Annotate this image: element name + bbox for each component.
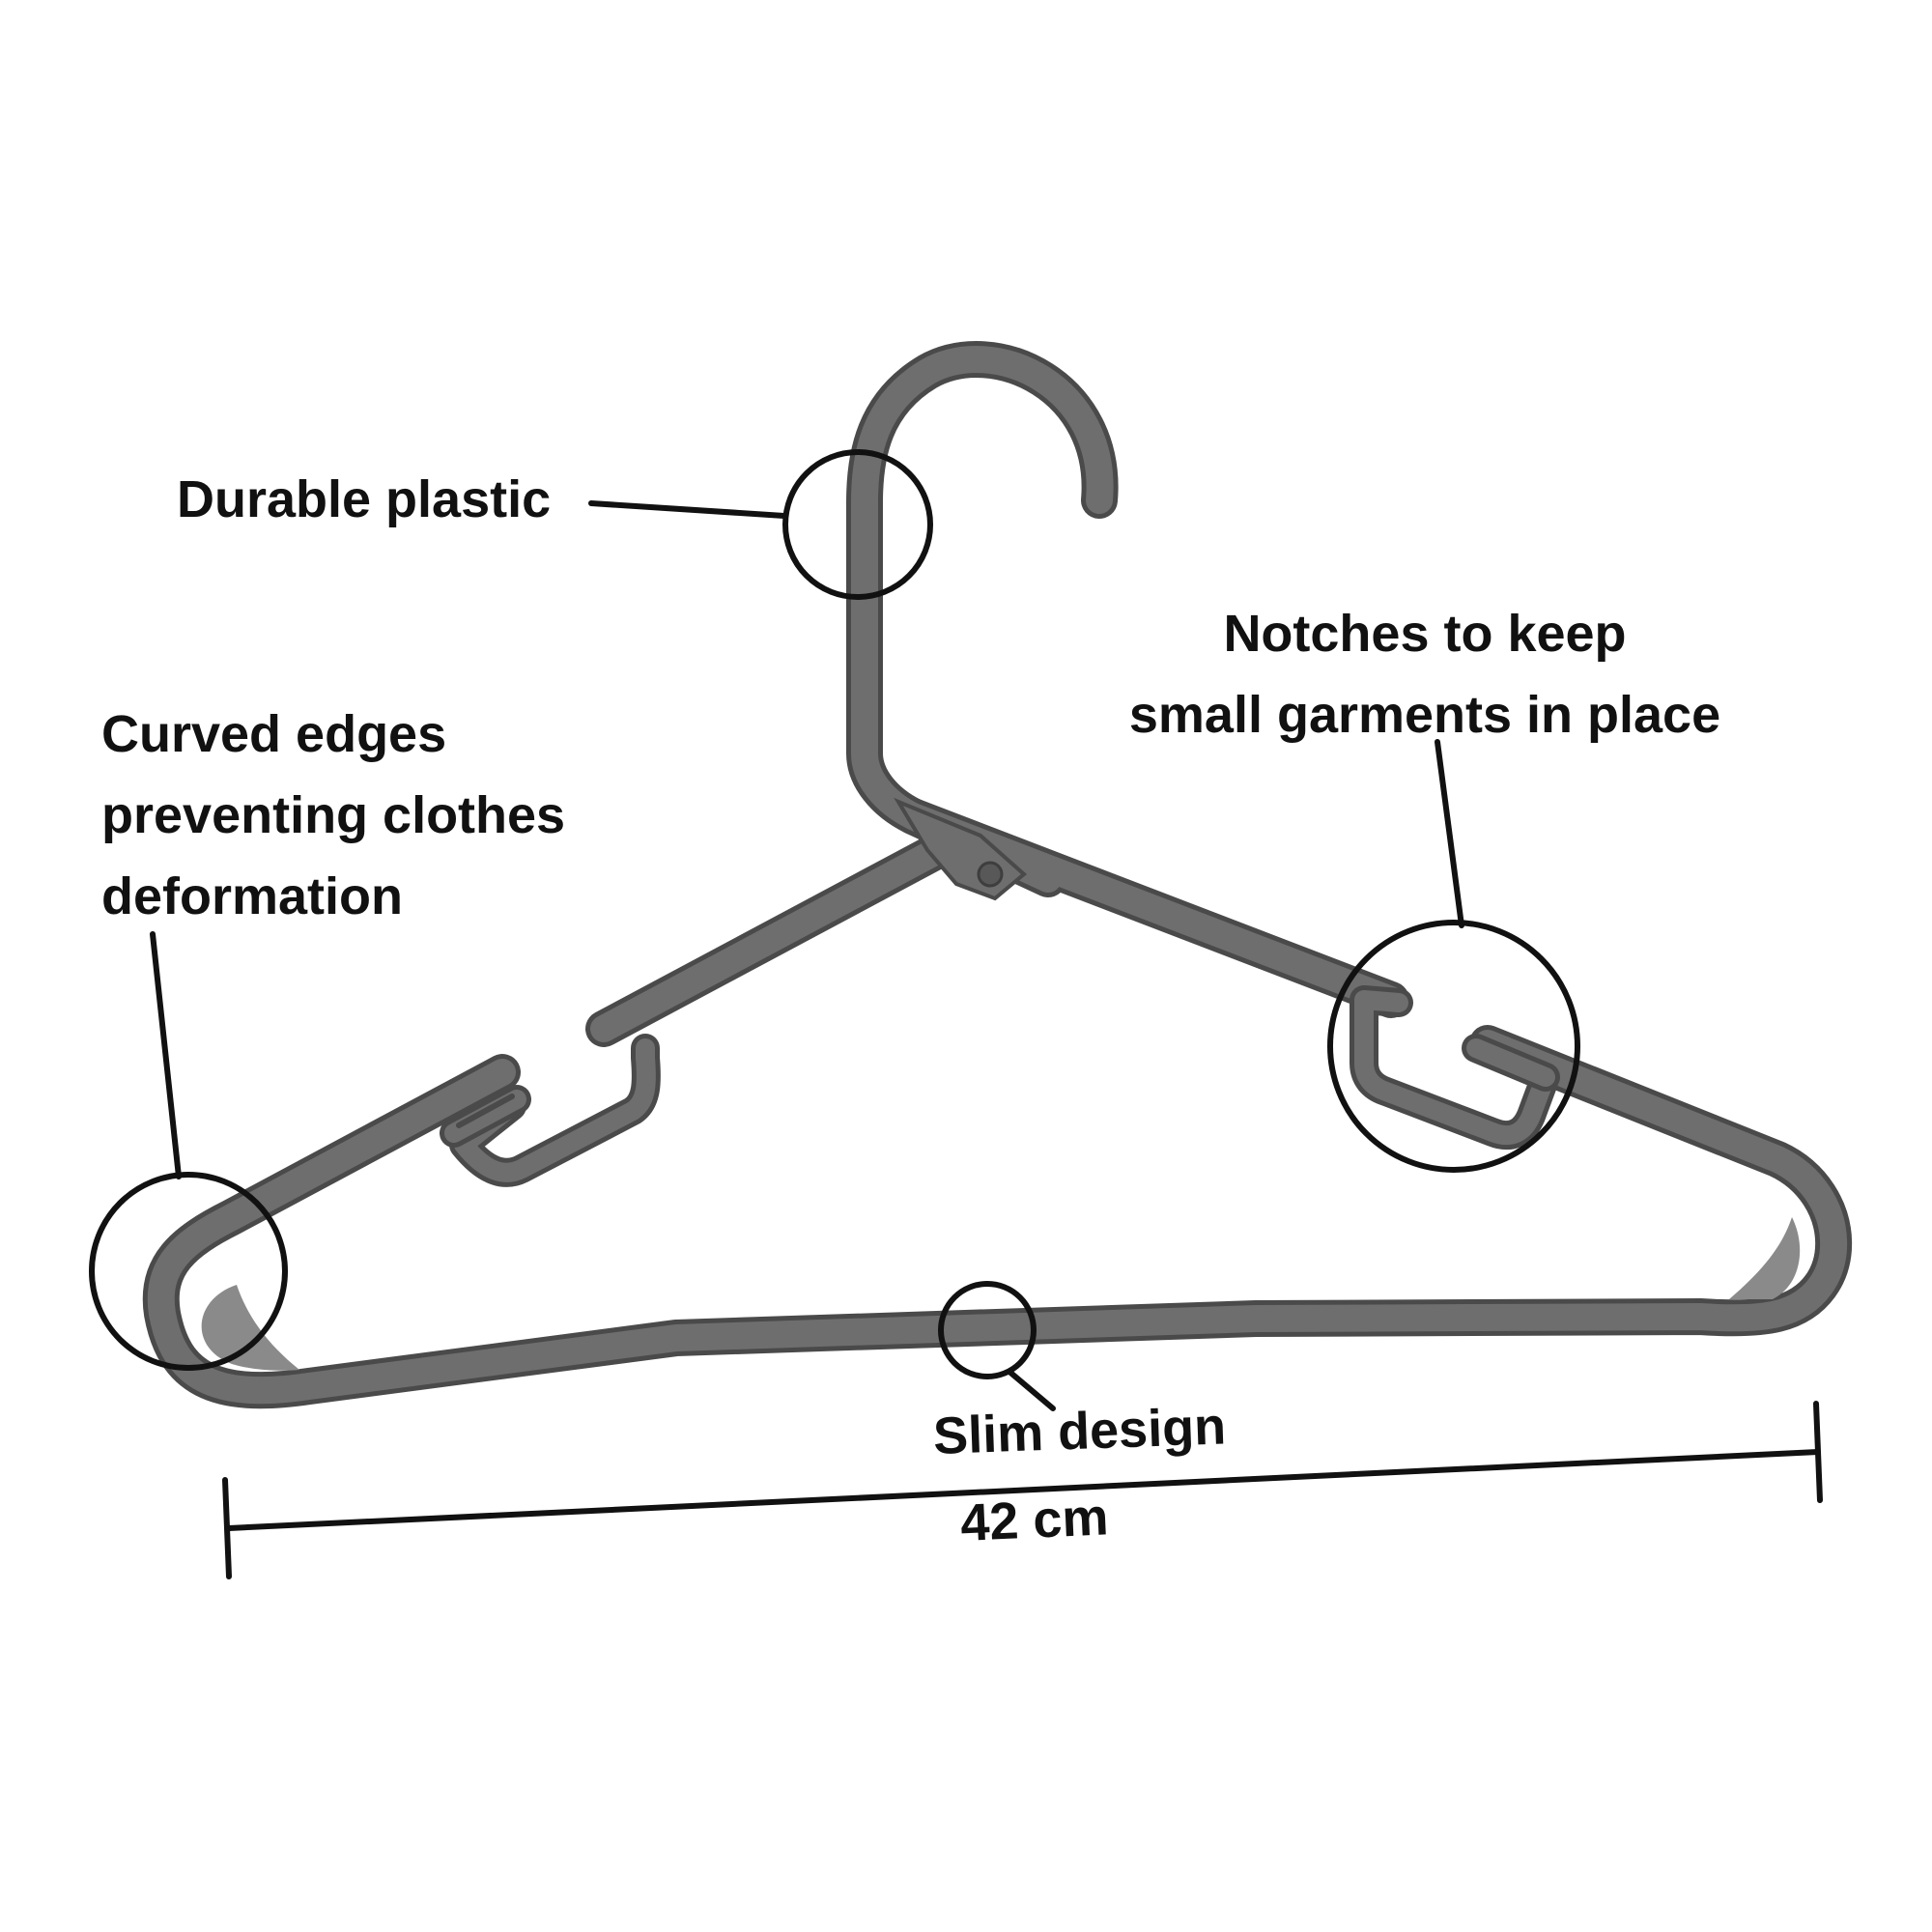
curved-edges-line-1: Curved edges <box>101 705 447 763</box>
slim-design-label: Slim design <box>932 1397 1228 1465</box>
dimension-line <box>226 1449 1821 1531</box>
notches-circle <box>1327 920 1580 1173</box>
notches-label: Notches to keep small garments in place <box>1067 593 1782 755</box>
hanger-right-tip-panel <box>1729 1217 1801 1299</box>
notches-leader <box>1435 739 1464 928</box>
durable-plastic-text: Durable plastic <box>177 470 552 528</box>
durable-plastic-circle <box>782 449 933 600</box>
notches-line-1: Notches to keep <box>1223 605 1627 663</box>
durable-plastic-leader <box>588 500 787 519</box>
durable-plastic-label: Durable plastic <box>177 459 551 540</box>
dimension-right-tick <box>1813 1401 1823 1503</box>
curved-edges-line-2: preventing clothes <box>101 786 566 844</box>
dimension-left-tick <box>222 1477 232 1579</box>
curved-edges-leader <box>150 931 182 1179</box>
curved-edges-label: Curved edges preventing clothes deformat… <box>101 694 565 937</box>
hanger-center-rivet <box>977 861 1004 888</box>
slim-design-circle <box>938 1281 1037 1379</box>
notches-line-2: small garments in place <box>1128 686 1721 744</box>
hanger-left-tip-panel <box>201 1285 299 1371</box>
hanger-center-joint <box>894 797 1028 901</box>
hanger-left-notch-finger <box>456 1094 515 1128</box>
curved-edges-line-3: deformation <box>101 867 404 925</box>
dimension-label: 42 cm <box>959 1488 1110 1552</box>
hanger-hook <box>851 346 1114 893</box>
hanger-bottom-bar <box>147 1030 1848 1405</box>
hanger-left-arm <box>590 827 970 1042</box>
slim-design-leader <box>1007 1369 1056 1411</box>
curved-edges-circle <box>89 1172 288 1371</box>
hanger <box>142 341 1853 1409</box>
